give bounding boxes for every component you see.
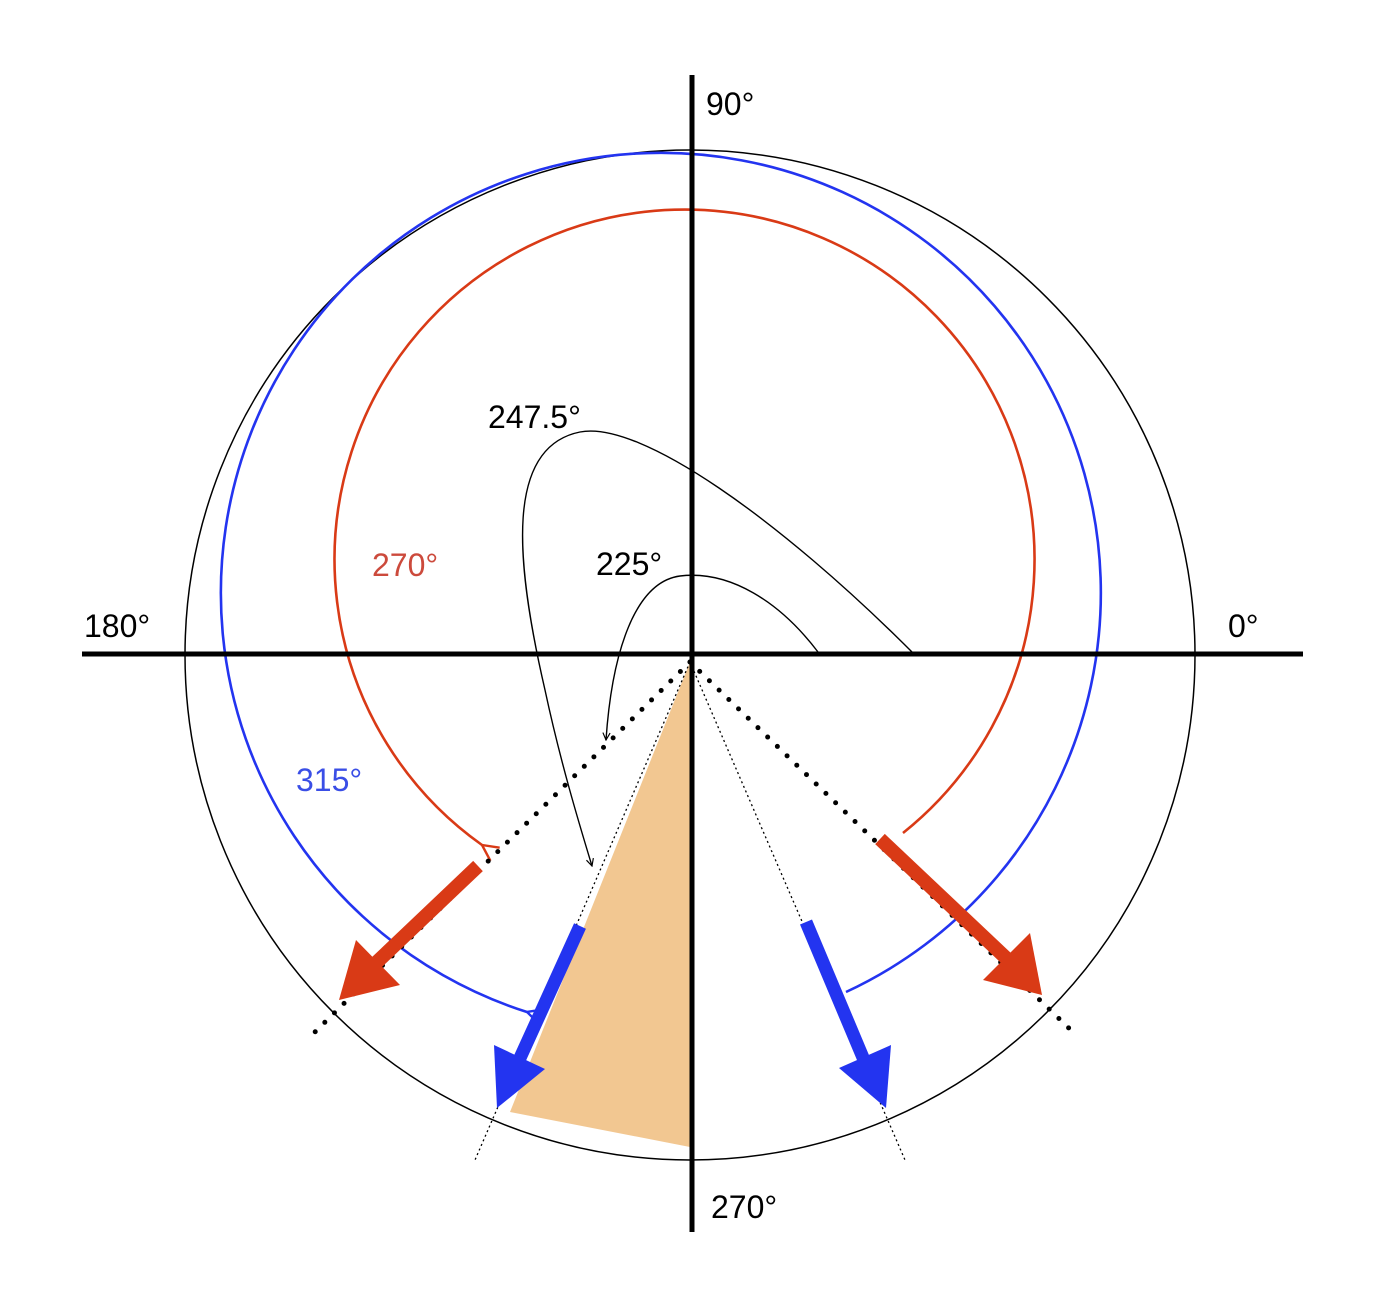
label-247-5deg: 247.5° xyxy=(488,399,581,435)
label-315deg-arc: 315° xyxy=(296,762,362,798)
label-180deg: 180° xyxy=(84,608,150,644)
label-270deg-arc: 270° xyxy=(372,547,438,583)
black-arc-225 xyxy=(606,574,819,740)
blue-arrow-right xyxy=(800,919,891,1108)
label-225deg: 225° xyxy=(596,546,662,582)
label-0deg: 0° xyxy=(1228,608,1259,644)
ray-292-5 xyxy=(689,661,906,1161)
red-arrow-left xyxy=(339,860,483,1000)
label-270deg: 270° xyxy=(711,1189,777,1225)
blue-arrow-left xyxy=(494,923,586,1108)
label-90deg: 90° xyxy=(706,86,754,122)
red-arc-270 xyxy=(333,208,1036,845)
red-arrow-right xyxy=(875,833,1042,995)
ray-247-5 xyxy=(474,661,691,1161)
blue-arc-315 xyxy=(219,151,1103,1012)
black-arc-247 xyxy=(521,430,913,866)
shaded-wedge xyxy=(510,662,690,1147)
